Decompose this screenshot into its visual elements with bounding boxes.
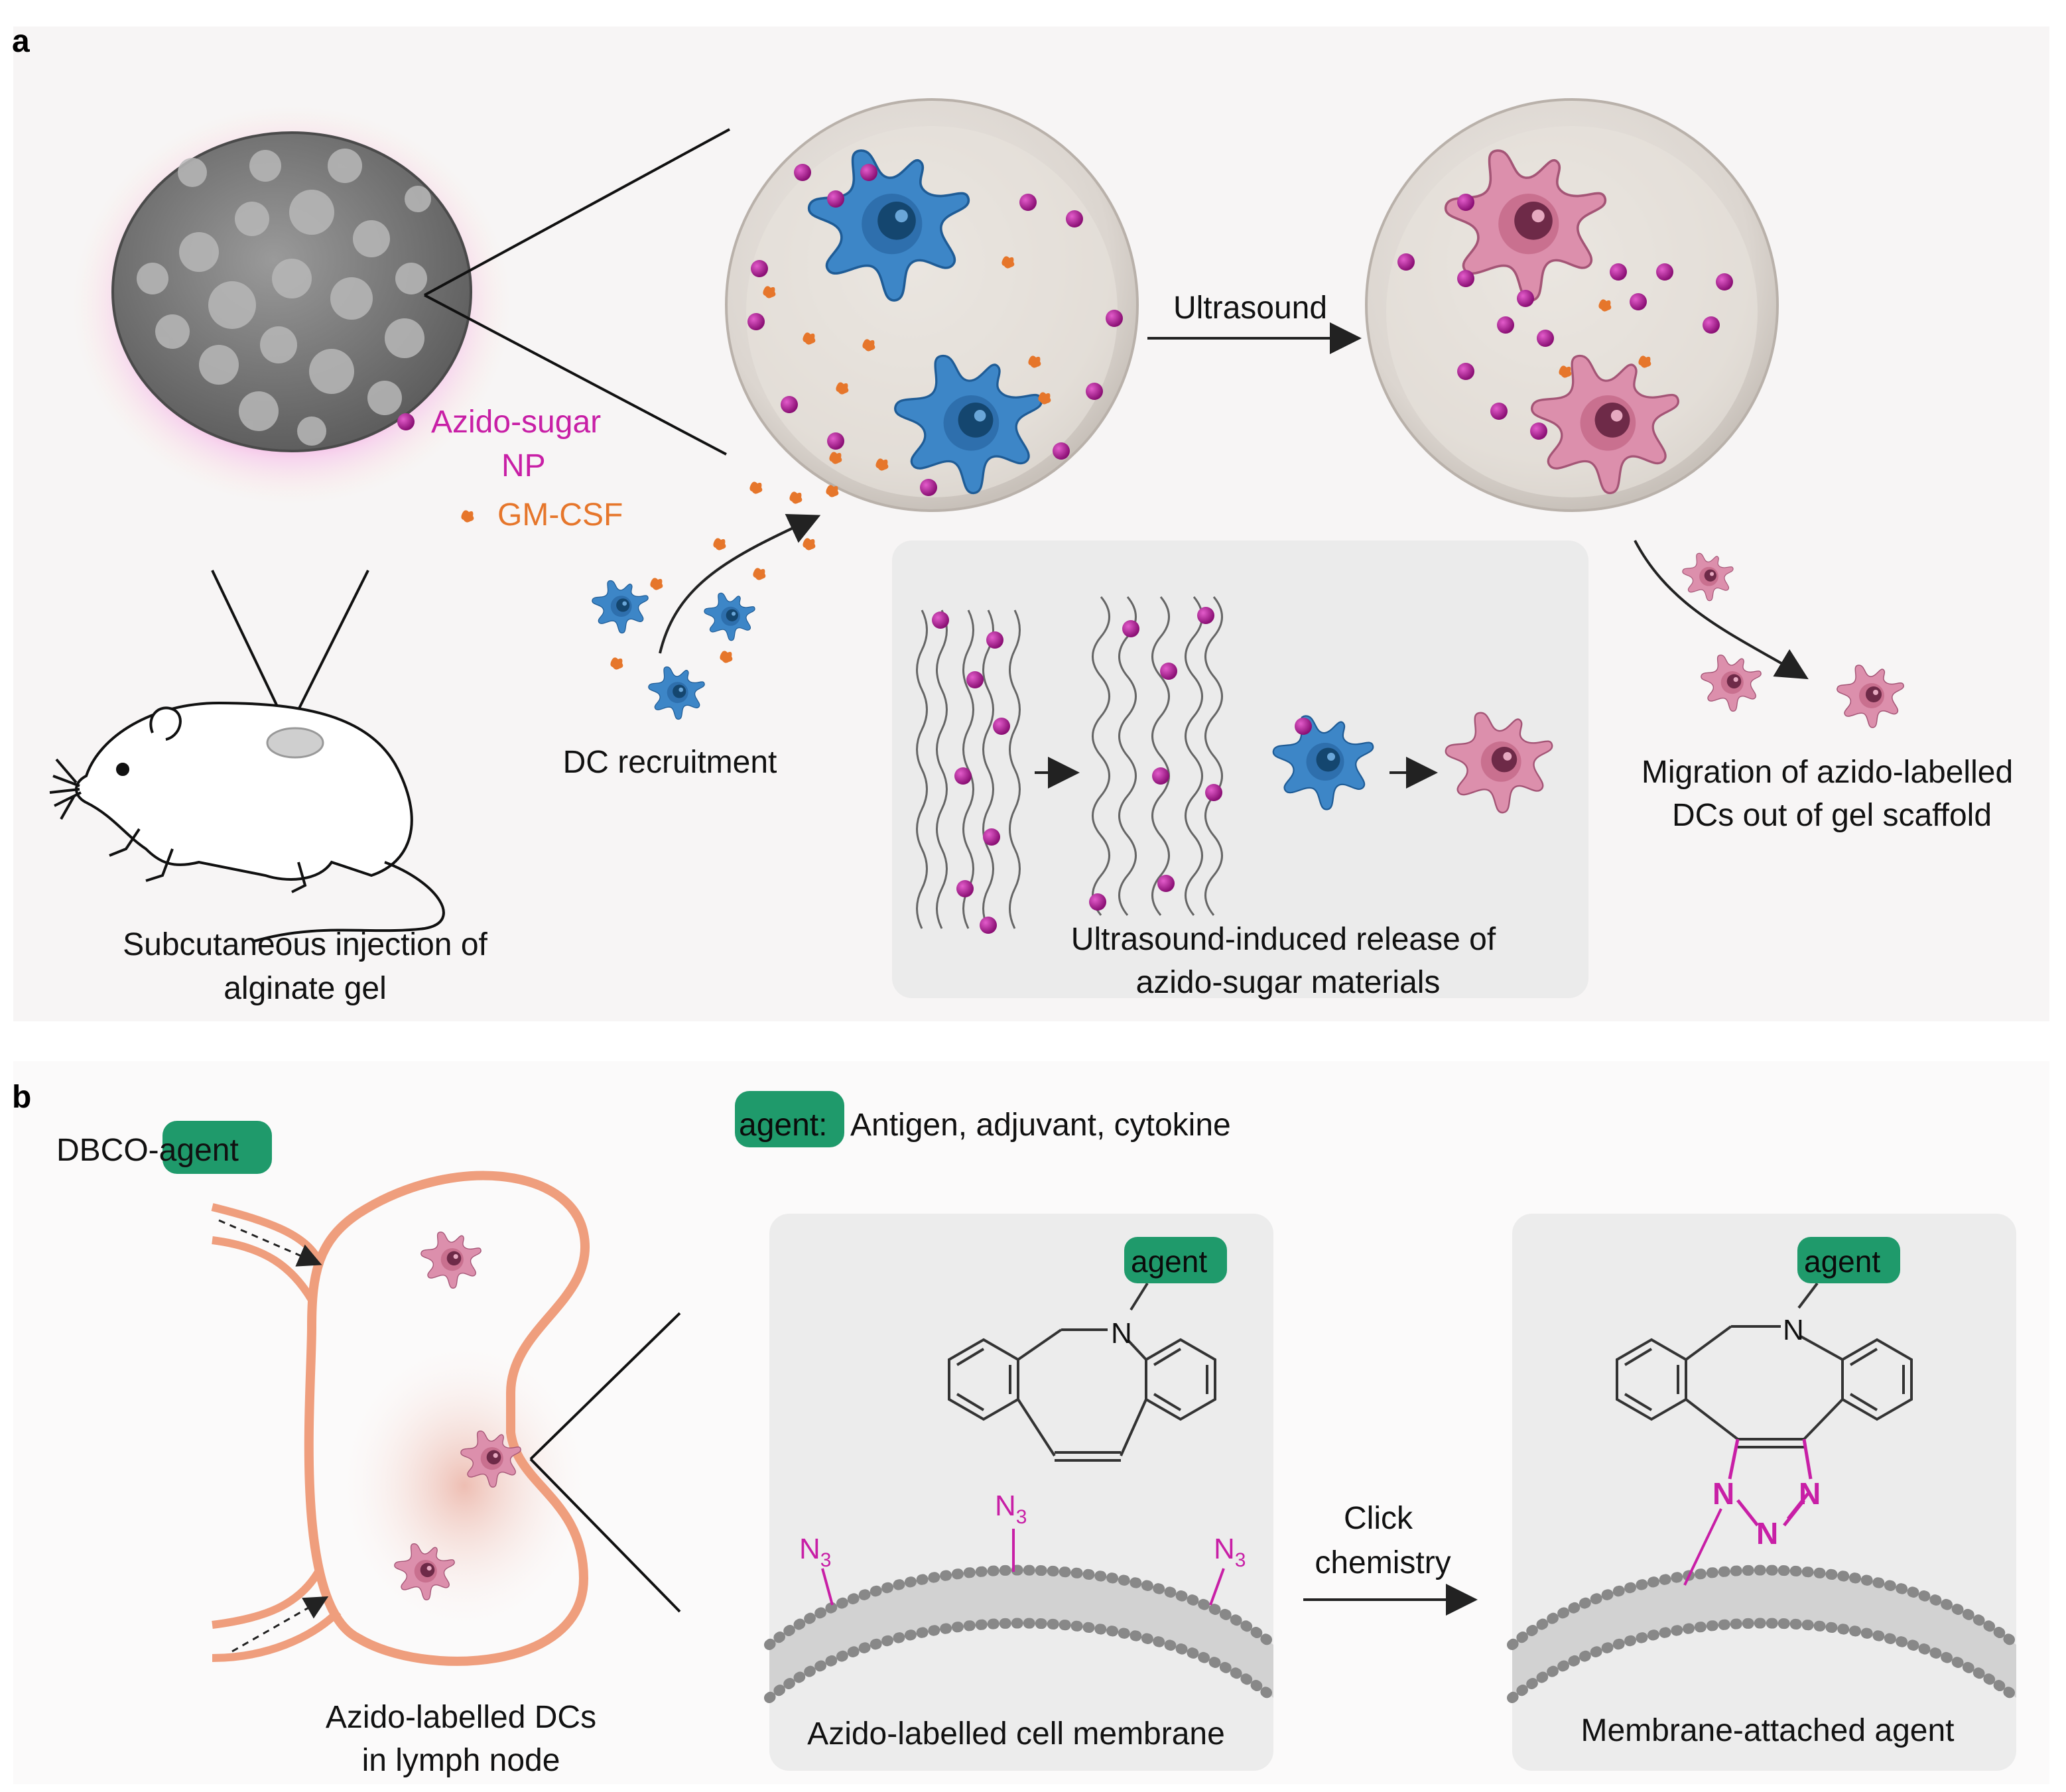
dbco-agent-word: agent	[159, 1133, 239, 1168]
click-label-line2: chemistry	[1315, 1545, 1451, 1580]
legend-gmcsf: GM-CSF	[497, 497, 623, 533]
migration-group	[1634, 540, 1904, 728]
migration-arrow	[1634, 540, 1809, 680]
azide-label: N3	[995, 1490, 1027, 1528]
migration-caption-line2: DCs out of gel scaffold	[1672, 798, 1992, 833]
alginate-gel-illustration	[73, 106, 511, 504]
svg-text:DBCO-agent: DBCO-agent	[56, 1133, 239, 1168]
triazole-n3: N	[1799, 1476, 1821, 1511]
click-label-line1: Click	[1344, 1501, 1413, 1536]
zoom-line-top	[424, 128, 730, 296]
agent-tag	[1124, 1237, 1227, 1283]
lipid-bilayer	[769, 1570, 1273, 1698]
legend-azido-sugar: Azido-sugar	[431, 405, 601, 440]
triazole-structure: N N N N	[1616, 1282, 1913, 1586]
zoom-line-bottom	[424, 294, 727, 456]
release-caption-line2: azido-sugar materials	[1136, 965, 1441, 1000]
dbco-prefix: DBCO-	[56, 1133, 159, 1168]
gel-sphere-recruitment	[725, 98, 1139, 512]
lipid-bilayer	[1512, 1570, 2016, 1698]
panel-b-label: b	[12, 1080, 31, 1115]
recruitment-arrow	[659, 513, 821, 654]
azide-label: N3	[799, 1533, 831, 1571]
injection-caption-line2: alginate gel	[224, 971, 387, 1006]
ultrasound-label: Ultrasound	[1173, 290, 1327, 326]
release-caption-line1: Ultrasound-induced release of	[1071, 922, 1496, 957]
agent-label: agent	[1804, 1244, 1880, 1279]
injection-caption-line1: Subcutaneous injection of	[123, 927, 487, 962]
triazole-n2: N	[1756, 1516, 1778, 1551]
gel-sphere-labelled	[1365, 98, 1779, 512]
agent-tag	[1797, 1237, 1900, 1283]
azido-np-legend-icon	[397, 413, 415, 430]
agent-tag	[162, 1121, 272, 1174]
agent-key-label: agent:	[739, 1108, 827, 1143]
dbco-structure: N	[948, 1282, 1216, 1462]
attached-caption: Membrane-attached agent	[1581, 1713, 1954, 1748]
triazole-n1: N	[1712, 1476, 1734, 1511]
triazole-amine-nitrogen: N	[1783, 1314, 1804, 1346]
panel-a-label: a	[12, 24, 30, 59]
azide-label: N3	[1214, 1533, 1246, 1571]
lymph-node-illustration	[211, 1171, 681, 1666]
lymph-caption-line2: in lymph node	[362, 1743, 560, 1778]
agent-key-text: Antigen, adjuvant, cytokine	[850, 1108, 1231, 1143]
legend: Azido-sugar NP GM-CSF	[397, 405, 623, 533]
dbco-nitrogen: N	[1111, 1317, 1132, 1350]
migration-caption-line1: Migration of azido-labelled	[1642, 755, 2013, 790]
lymph-caption-line1: Azido-labelled DCs	[326, 1700, 596, 1735]
mouse-illustration	[49, 570, 445, 943]
legend-np: NP	[501, 448, 546, 483]
agent-key-tag	[735, 1091, 844, 1147]
release-inset	[892, 541, 1588, 998]
membrane-box-left: N agent N3 N3 N3	[764, 1214, 1279, 1771]
membrane-caption: Azido-labelled cell membrane	[807, 1716, 1225, 1752]
dc-recruitment-caption: DC recruitment	[563, 745, 777, 780]
azide-groups: N3 N3 N3	[799, 1490, 1246, 1606]
dc-recruitment-group	[592, 452, 842, 720]
membrane-box-right: N N N N agent	[1507, 1214, 2022, 1771]
agent-label: agent	[1131, 1244, 1207, 1279]
